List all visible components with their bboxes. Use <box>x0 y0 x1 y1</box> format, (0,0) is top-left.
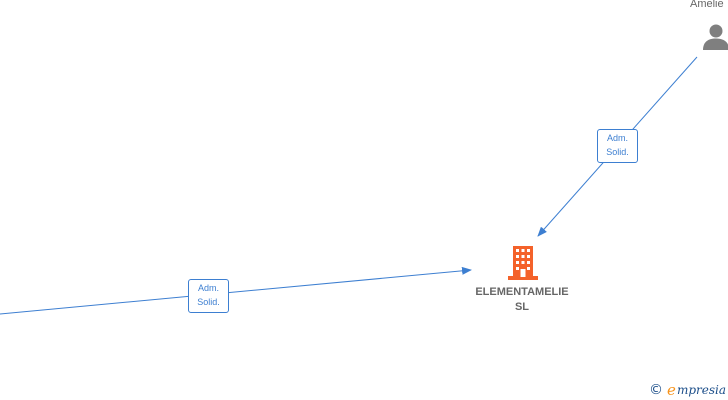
relation-role-line1: Adm. <box>197 283 219 293</box>
relation-role-line2: Solid. <box>197 297 220 307</box>
relation-label-person-company[interactable]: Adm. Solid. <box>597 129 638 163</box>
relation-label-external-company[interactable]: Adm. Solid. <box>188 279 229 313</box>
brand-logo-text: mpresia <box>676 383 726 397</box>
building-icon[interactable] <box>508 246 538 280</box>
company-node-name[interactable]: ELEMENTAMELIE SL <box>462 285 582 315</box>
relation-role-line2: Solid. <box>606 147 629 157</box>
copyright-icon: © <box>649 382 664 398</box>
brand-logo-mark: e <box>667 381 676 399</box>
company-name-line2: SL <box>514 301 530 313</box>
relation-role-line1: Adm. <box>606 133 628 143</box>
person-icon[interactable] <box>702 23 728 51</box>
brand-footer: © e mpresia <box>649 381 726 399</box>
company-name-line1: ELEMENTAMELIE <box>475 286 569 298</box>
edge-external-to-company <box>0 266 472 315</box>
person-node-name[interactable]: Amelie <box>690 0 724 10</box>
